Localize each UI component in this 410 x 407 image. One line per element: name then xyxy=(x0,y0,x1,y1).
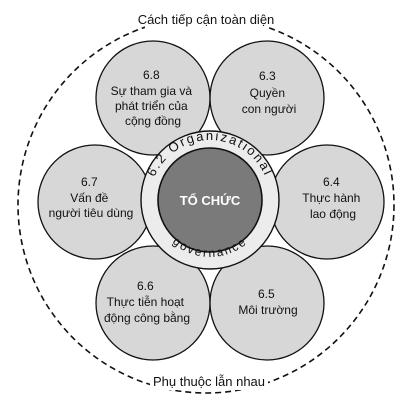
holistic-approach-label: Cách tiếp cận toàn diện xyxy=(138,12,275,27)
organization-core xyxy=(157,147,263,253)
petal-label-6-8: 6.8 Sự tham gia và phát triển của cộng đ… xyxy=(111,68,196,128)
interdependence-label: Phụ thuộc lẫn nhau xyxy=(153,374,265,389)
organization-label: TỔ CHỨC xyxy=(180,193,241,208)
petal-label-6-3: 6.3 Quyền con người xyxy=(242,69,297,116)
petal-label-6-7: 6.7 Vấn đề người tiêu dùng xyxy=(49,175,134,220)
petal-label-6-4: 6.4 Thực hành lao động xyxy=(302,175,363,221)
petal-label-6-6: 6.6 Thực tiễn hoạt động công bằng xyxy=(104,279,190,325)
petal-label-6-5: 6.5 Môi trường xyxy=(238,287,297,317)
petal-circle-6-3 xyxy=(209,40,325,156)
petal-circle-6-5 xyxy=(209,245,325,361)
